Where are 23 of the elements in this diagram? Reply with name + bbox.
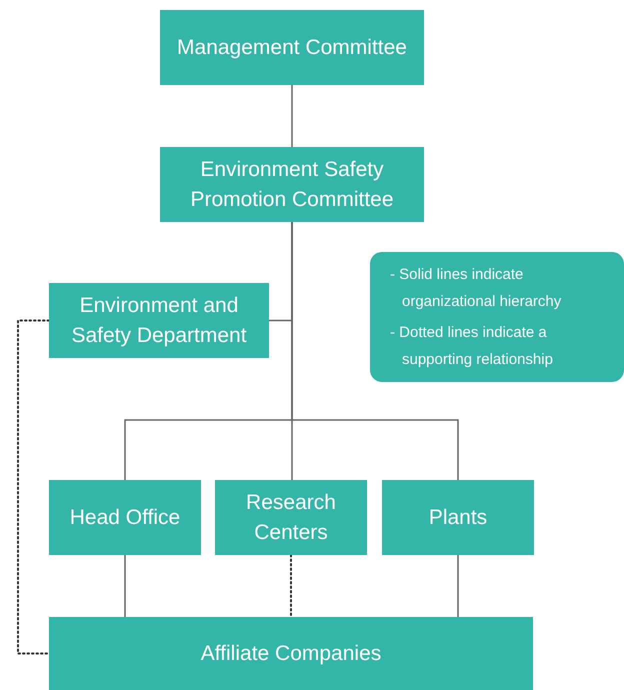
org-box xyxy=(215,480,367,555)
org-box xyxy=(49,480,201,555)
box-label: Affiliate Companies xyxy=(200,640,382,666)
org-box xyxy=(160,10,424,85)
box-label: Research Centers xyxy=(245,490,337,546)
box-label: Environment Safety Promotion Committee xyxy=(189,156,395,212)
connector-line xyxy=(457,555,459,617)
connector-line xyxy=(291,85,293,147)
box-label: Head Office xyxy=(70,504,180,530)
connector-line xyxy=(124,555,126,617)
box-label: Environment and Safety Department xyxy=(70,292,248,348)
connector-line xyxy=(291,222,459,480)
note-text: - Solid lines indicate organizational hierarchy xyxy=(390,265,562,312)
dotted-connector xyxy=(17,320,50,654)
box-label: Management Committee xyxy=(177,34,407,60)
box-label: Plants xyxy=(428,504,488,530)
org-box xyxy=(160,147,424,222)
org-box xyxy=(49,283,269,358)
note-text: - Dotted lines indicate a supporting relationship xyxy=(390,323,554,370)
dotted-connector xyxy=(290,554,292,618)
note-box xyxy=(370,252,624,382)
org-box xyxy=(382,480,534,555)
org-box xyxy=(49,617,533,690)
